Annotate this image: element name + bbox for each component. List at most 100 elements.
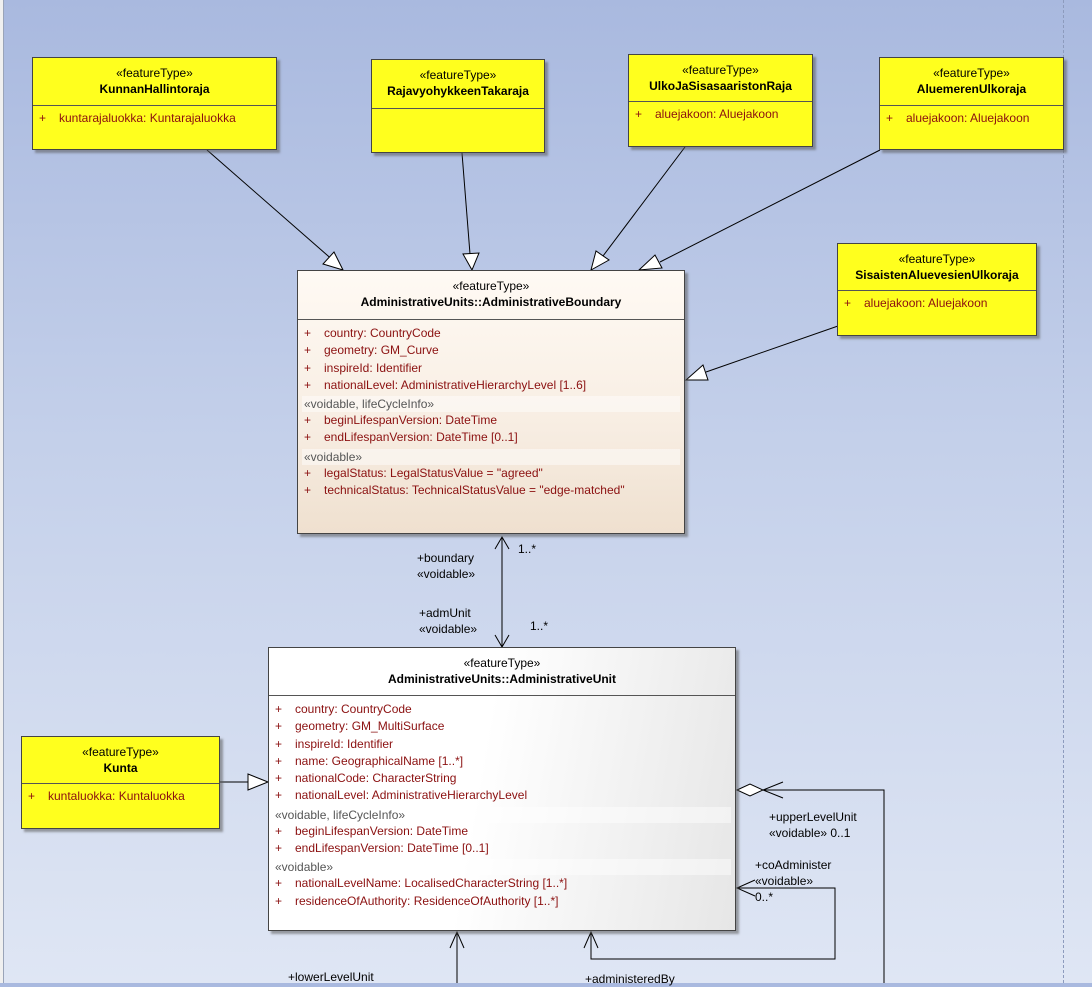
attribute: +beginLifespanVersion: DateTime [304,413,497,428]
stereotype-multiplicity-upper: «voidable» 0..1 [769,826,851,840]
attribute-group-header: «voidable, lifeCycleInfo» [273,806,731,823]
multiplicity-admunit: 1..* [530,619,549,633]
class-kunta[interactable]: «featureType» Kunta +kuntaluokka: Kuntal… [21,736,220,829]
role-label-coadminister: +coAdminister [755,858,832,872]
attribute-list: +country: CountryCode +geometry: GM_Curv… [298,320,684,499]
stereotype-label: «featureType» [116,66,193,80]
stereotype-label: «featureType» [898,252,976,266]
attribute-group-header: «voidable» [302,448,680,465]
attribute: +technicalStatus: TechnicalStatusValue =… [304,483,625,498]
stereotype-label: «featureType» [933,66,1010,80]
association-arrowhead-upper [761,781,784,799]
class-name: AdministrativeUnits::AdministrativeBound… [360,295,622,309]
association-arrowhead-top [494,536,510,550]
generalization-arrowhead [322,251,344,271]
attribute-list: +country: CountryCode +geometry: GM_Mult… [269,696,735,910]
attribute-group-header: «voidable, lifeCycleInfo» [302,396,680,413]
generalization-kunnanhallintoraja [206,149,336,263]
attribute-list: +aluejakoon: Aluejakoon [838,291,1036,312]
attribute: +nationalLevel: AdministrativeHierarchyL… [275,788,528,803]
attribute: +residenceOfAuthority: ResidenceOfAuthor… [275,893,559,908]
class-kunnanhallintoraja[interactable]: «featureType» KunnanHallintoraja +kuntar… [32,57,277,150]
attribute: +beginLifespanVersion: DateTime [275,823,468,838]
class-rajavyohykkeentakaraja[interactable]: «featureType» RajavyohykkeenTakaraja [371,59,545,153]
attribute: +name: GeographicalName [1..*] [275,753,464,768]
class-administrativeboundary[interactable]: «featureType» AdministrativeUnits::Admin… [297,270,685,534]
attribute-group-header: «voidable» [273,859,731,876]
association-arrowhead-lower [449,930,465,949]
association-arrowhead-administeredby [583,930,599,949]
attribute-list: +aluejakoon: Aluejakoon [629,102,812,123]
class-name: KunnanHallintoraja [99,82,210,96]
class-header: «featureType» Kunta [22,737,219,784]
class-header: «featureType» UlkoJaSisasaaristonRaja [629,55,812,102]
attribute: +endLifespanVersion: DateTime [0..1] [304,430,518,445]
attribute: +nationalLevel: AdministrativeHierarchyL… [304,377,587,392]
generalization-arrowhead [637,254,663,271]
generalization-arrowhead [247,773,270,791]
attribute: +nationalCode: CharacterString [275,771,457,786]
class-header: «featureType» RajavyohykkeenTakaraja [372,60,544,109]
attribute: +geometry: GM_MultiSurface [275,719,445,734]
class-header: «featureType» AdministrativeUnits::Admin… [269,648,735,696]
class-header: «featureType» AluemerenUlkoraja [880,58,1063,106]
class-name: RajavyohykkeenTakaraja [387,84,529,98]
association-upper-lower [763,789,885,983]
class-header: «featureType» AdministrativeUnits::Admin… [298,271,684,320]
attribute: +endLifespanVersion: DateTime [0..1] [275,841,489,856]
generalization-arrowhead [684,364,709,381]
aggregation-diamond [735,783,765,797]
generalization-ulkoja [602,146,686,257]
generalization-arrowhead [590,250,610,272]
class-header: «featureType» KunnanHallintoraja [33,58,276,106]
class-administrativeunit[interactable]: «featureType» AdministrativeUnits::Admin… [268,647,736,931]
attribute: +nationalLevelName: LocalisedCharacterSt… [275,876,568,891]
multiplicity-boundary: 1..* [518,542,537,556]
attribute-list: +kuntarajaluokka: Kuntarajaluokka [33,106,276,127]
role-label-administeredby: +administeredBy [585,972,675,986]
class-name: AluemerenUlkoraja [916,82,1027,96]
attribute: +kuntarajaluokka: Kuntarajaluokka [39,111,236,125]
multiplicity-coadminister: 0..* [755,890,774,904]
attribute-list: +kuntaluokka: Kuntaluokka [22,784,219,805]
stereotype-label: «featureType» [463,656,541,670]
class-name: AdministrativeUnits::AdministrativeUnit [387,672,617,686]
role-label-upperlevelunit: +upperLevelUnit [769,810,857,824]
attribute: +country: CountryCode [275,702,412,716]
attribute: +aluejakoon: Aluejakoon [635,107,779,121]
attribute: +inspireId: Identifier [304,360,423,375]
stereotype-label: «featureType» [682,63,759,77]
class-ulkojasisasaaristonraja[interactable]: «featureType» UlkoJaSisasaaristonRaja +a… [628,54,813,147]
association-coadminister [590,887,836,960]
page-boundary-line [1063,0,1064,983]
attribute: +legalStatus: LegalStatusValue = "agreed… [304,465,543,480]
class-name: Kunta [103,761,138,775]
class-sisaistenaluevesienulkoraja[interactable]: «featureType» SisaistenAluevesienUlkoraj… [837,243,1037,336]
attribute: +inspireId: Identifier [275,736,394,751]
stereotype-label: «featureType» [419,68,497,82]
class-name: UlkoJaSisasaaristonRaja [649,79,792,93]
stereotype-label: «featureType» [452,279,530,293]
class-aluemerenulkoraja[interactable]: «featureType» AluemerenUlkoraja +aluejak… [879,57,1064,150]
attribute: +kuntaluokka: Kuntaluokka [28,789,185,803]
class-name: SisaistenAluevesienUlkoraja [855,268,1019,282]
canvas-left-edge [0,0,4,983]
generalization-arrowhead [462,252,480,272]
generalization-aluemeren [659,149,881,263]
stereotype-label-boundary: «voidable» [417,567,476,581]
class-header: «featureType» SisaistenAluevesienUlkoraj… [838,244,1036,291]
role-label-admunit: +admUnit [419,606,471,620]
generalization-rajavyohykkeen [461,152,471,255]
attribute-list: +aluejakoon: Aluejakoon [880,106,1063,127]
stereotype-label: «featureType» [82,745,159,759]
attribute: +aluejakoon: Aluejakoon [844,296,988,310]
attribute: +geometry: GM_Curve [304,343,439,358]
stereotype-label-coadminister: «voidable» [755,874,814,888]
role-label-lowerlevelunit: +lowerLevelUnit [288,970,374,984]
association-arrowhead-coadmin [735,879,756,897]
stereotype-label-admunit: «voidable» [419,622,478,636]
generalization-sisaisten [705,325,839,373]
attribute: +country: CountryCode [304,326,441,340]
attribute: +aluejakoon: Aluejakoon [886,111,1030,125]
